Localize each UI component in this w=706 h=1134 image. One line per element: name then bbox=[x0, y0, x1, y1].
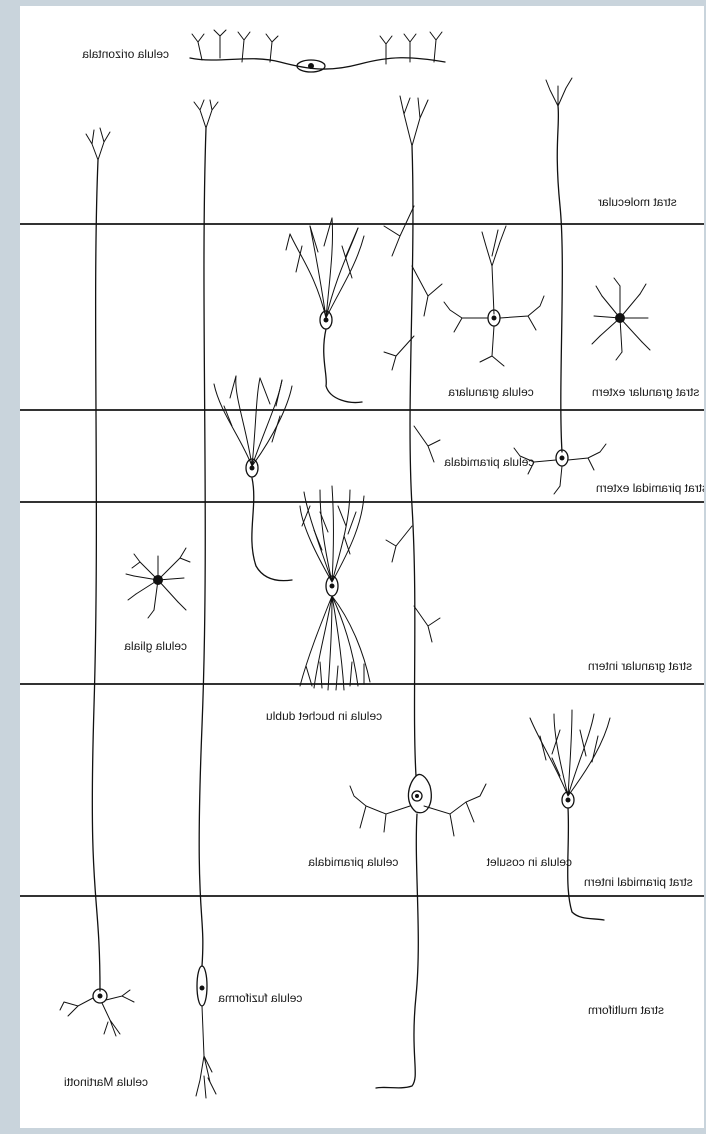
cortex-layers-diagram: celula orizontala strat molecular celula… bbox=[20, 6, 704, 1128]
label-martinotti-cell: celula Martinotti bbox=[64, 1075, 148, 1089]
label-basket-cell: celula in cosulet bbox=[486, 855, 572, 869]
glial-cell-drawing bbox=[126, 548, 190, 618]
label-fusiform-cell: celula fuziforma bbox=[218, 991, 302, 1005]
fusiform-cell-drawing bbox=[194, 100, 218, 1098]
label-layer-granular-extern: strat granular extern bbox=[592, 385, 699, 399]
small-pyramidal-cell-2-drawing bbox=[214, 376, 292, 581]
horizontal-cell-drawing bbox=[190, 30, 445, 72]
stellate-cell-right-drawing bbox=[592, 278, 650, 360]
label-granular-cell: celula granulara bbox=[448, 385, 534, 399]
label-large-pyramidal-cell: celula piramidala bbox=[308, 855, 398, 869]
granular-cell-drawing bbox=[444, 226, 544, 366]
double-bouquet-cell-drawing bbox=[300, 486, 370, 690]
label-small-pyramidal-cell: celula piramidala bbox=[444, 455, 534, 469]
label-glial-cell: celula gliala bbox=[124, 639, 187, 653]
label-layer-piramidal-intern: strat piramidal intern bbox=[584, 875, 693, 889]
label-horizontal-cell: celula orizontala bbox=[82, 47, 169, 61]
martinotti-cell-drawing bbox=[60, 128, 134, 1036]
label-layer-granular-intern: strat granular intern bbox=[588, 659, 692, 673]
small-pyramidal-cell-3-drawing bbox=[514, 78, 606, 494]
label-layer-piramidal-extern: strat piramidal extern bbox=[596, 481, 704, 495]
label-layer-molecular: strat molecular bbox=[598, 195, 677, 209]
small-pyramidal-cell-1-drawing bbox=[286, 218, 364, 402]
diagram-canvas: celula orizontala strat molecular celula… bbox=[20, 6, 704, 1128]
label-layer-multiform: strat multiform bbox=[588, 1003, 664, 1017]
label-double-bouquet-cell: celula in buchet dublu bbox=[266, 709, 382, 723]
large-pyramidal-cell-drawing bbox=[350, 96, 486, 1088]
